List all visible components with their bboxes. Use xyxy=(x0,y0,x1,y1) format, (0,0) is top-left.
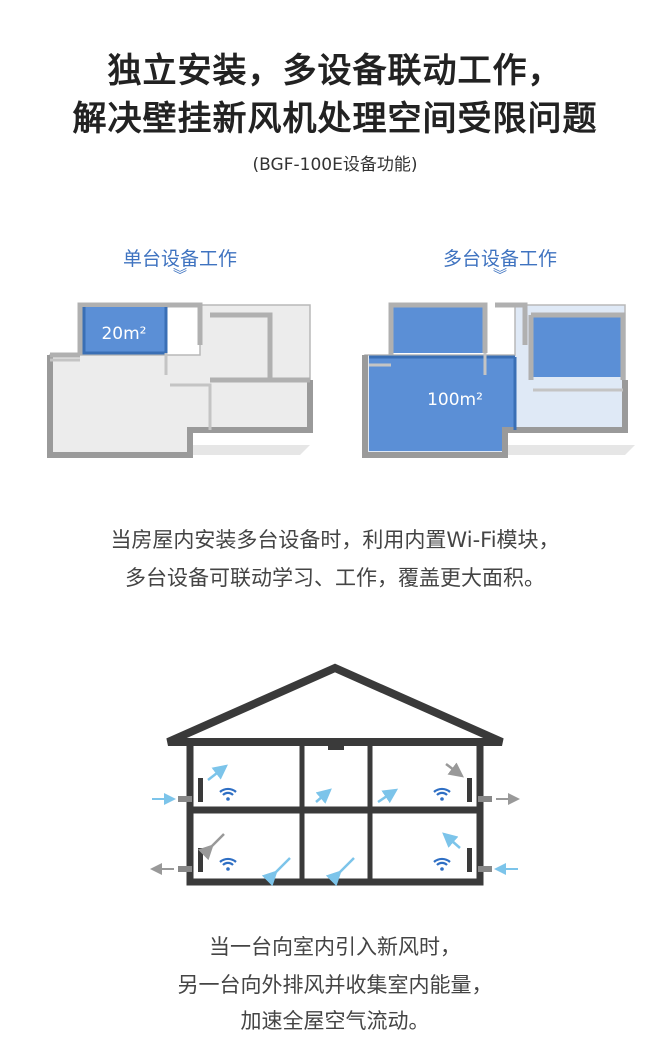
page-subtitle: (BGF-100E设备功能) xyxy=(252,155,418,175)
wifi-icon xyxy=(219,787,237,801)
device-top-right xyxy=(467,778,472,802)
description-1-line-2: 多台设备可联动学习、工作，覆盖更大面积。 xyxy=(125,566,545,590)
single-area-text: 20m² xyxy=(101,324,146,344)
description-1-line-1: 当房屋内安装多台设备时，利用内置Wi-Fi模块， xyxy=(110,528,560,552)
description-2-line-1: 当一台向室内引入新风时， xyxy=(209,935,461,959)
description-2-line-2: 另一台向外排风并收集室内能量， xyxy=(177,973,493,997)
wifi-icon xyxy=(433,857,451,871)
house-roof xyxy=(166,663,504,746)
device-bottom-right xyxy=(467,848,472,872)
page-title-line-1: 独立安装，多设备联动工作， xyxy=(107,51,563,91)
single-room-highlight xyxy=(84,307,166,353)
multi-device-floorplan: 100m² xyxy=(362,302,635,458)
device-bottom-left xyxy=(198,848,203,872)
multi-device-label: 多台设备工作 xyxy=(442,248,557,270)
single-device-label: 单台设备工作 xyxy=(122,248,237,270)
chevron-down-icon: ︾ xyxy=(173,268,187,284)
house-airflow-diagram xyxy=(150,663,520,887)
single-device-floorplan: 20m² xyxy=(47,302,313,458)
multi-area-text: 100m² xyxy=(427,390,483,410)
page-title-line-2: 解决壁挂新风机处理空间受限问题 xyxy=(72,99,598,139)
chevron-down-icon: ︾ xyxy=(493,268,507,284)
device-top-left xyxy=(198,778,203,802)
wifi-icon xyxy=(219,857,237,871)
description-2-line-3: 加速全屋空气流动。 xyxy=(240,1009,430,1033)
multi-room-highlight xyxy=(369,357,515,451)
wifi-icon xyxy=(433,787,451,801)
